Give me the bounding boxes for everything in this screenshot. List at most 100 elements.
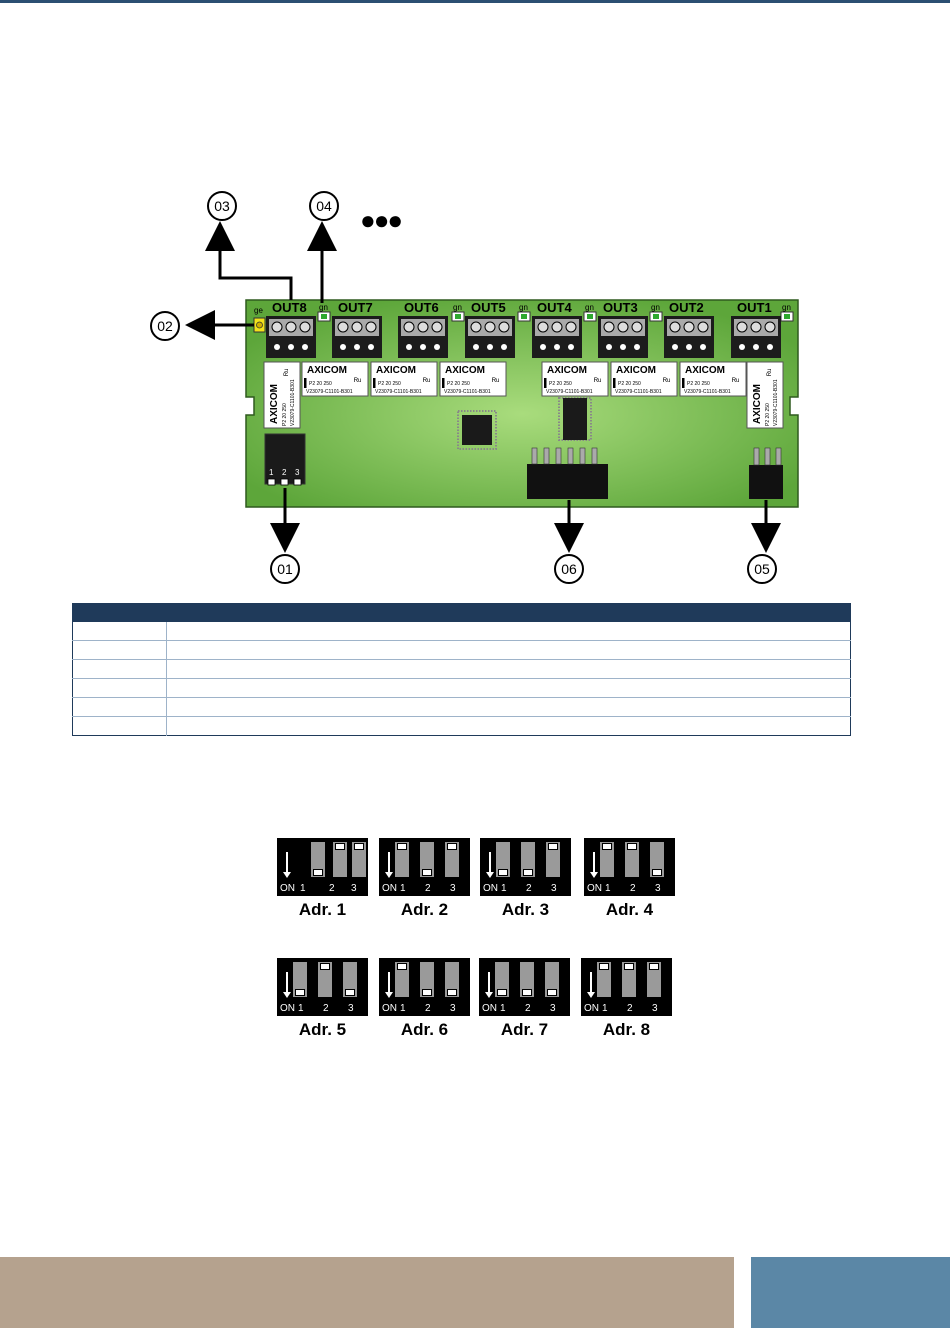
on-arrow-icon bbox=[385, 852, 393, 878]
dip-number: 2 bbox=[525, 1003, 531, 1014]
table-cell bbox=[166, 640, 851, 660]
dip-slot bbox=[546, 842, 560, 877]
top-rule bbox=[0, 0, 950, 3]
dip-caption: Adr. 1 bbox=[298, 900, 347, 919]
dip-slot bbox=[395, 962, 409, 997]
dip-caption: Adr. 8 bbox=[602, 1020, 651, 1039]
dip-knob bbox=[548, 843, 558, 850]
out-label: OUT7 bbox=[338, 300, 373, 315]
relay-brand: AXICOM bbox=[269, 384, 280, 424]
relay-part: V23079-C1101-B301 bbox=[773, 379, 779, 426]
dip-number: 3 bbox=[348, 1003, 354, 1014]
svg-text:2: 2 bbox=[282, 468, 287, 477]
relay-ul: ᴿᵘ bbox=[594, 376, 602, 386]
relay-brand: AXICOM bbox=[445, 365, 485, 376]
dip-knob bbox=[447, 843, 457, 850]
callout-01: 01 bbox=[270, 554, 300, 584]
relays-vertical: AXICOM ᴿᵘ P2 20 250 V23079-C1101-B301 AX… bbox=[263, 361, 784, 429]
relay-ul: ᴿᵘ bbox=[663, 376, 671, 386]
dip-caption: Adr. 2 bbox=[400, 900, 449, 919]
table-header-cell bbox=[166, 603, 851, 622]
out-label: OUT3 bbox=[603, 300, 638, 315]
out-label: OUT6 bbox=[404, 300, 439, 315]
dip-knob bbox=[422, 869, 432, 876]
dip-slot bbox=[318, 962, 332, 997]
dip-switch-body: ON 1 2 3 bbox=[584, 838, 675, 896]
dip-slot bbox=[395, 842, 409, 877]
dip-slot bbox=[311, 842, 325, 877]
dip-slot bbox=[343, 962, 357, 997]
dip-number: 3 bbox=[351, 883, 357, 894]
dip-slot bbox=[445, 842, 459, 877]
table-header-cell bbox=[72, 603, 167, 622]
dip-knob bbox=[335, 843, 345, 850]
relay-part: V23079-C1101-B301 bbox=[615, 389, 662, 395]
relay-part: V23079-C1101-B301 bbox=[684, 389, 731, 395]
pin-header-connector-06 bbox=[527, 447, 608, 499]
dip-knob bbox=[498, 869, 508, 876]
dip-knob bbox=[354, 843, 364, 850]
dip-caption: Adr. 5 bbox=[298, 1020, 347, 1039]
dip-number: 3 bbox=[450, 883, 456, 894]
dip-number: 2 bbox=[425, 1003, 431, 1014]
ellipsis-more: ●●● bbox=[360, 205, 403, 235]
table-row bbox=[72, 659, 851, 679]
relay-brand: AXICOM bbox=[752, 384, 763, 424]
on-arrow-icon bbox=[486, 852, 494, 878]
dip-number: 1 bbox=[300, 883, 306, 894]
dip-knob bbox=[547, 989, 557, 996]
dip-switch-body: ON 1 2 3 bbox=[379, 958, 470, 1016]
dip-knob bbox=[422, 989, 432, 996]
dip-knob bbox=[627, 843, 637, 850]
dip-knob bbox=[523, 869, 533, 876]
relay-brand: AXICOM bbox=[307, 365, 347, 376]
dip-knob bbox=[652, 869, 662, 876]
dip-number: 2 bbox=[526, 883, 532, 894]
relay-ul: ᴿᵘ bbox=[765, 368, 775, 376]
dip-switch-body: ON 1 2 3 bbox=[379, 838, 470, 896]
dip-caption: Adr. 6 bbox=[400, 1020, 449, 1039]
dip-caption: Adr. 4 bbox=[605, 900, 654, 919]
relay-ul: ᴿᵘ bbox=[732, 376, 740, 386]
dip-knob bbox=[397, 963, 407, 970]
dip-number: 2 bbox=[425, 883, 431, 894]
svg-text:1: 1 bbox=[269, 468, 274, 477]
relay-brand: AXICOM bbox=[376, 365, 416, 376]
pin-header-connector-05 bbox=[749, 447, 783, 499]
dip-number: 3 bbox=[551, 883, 557, 894]
relay-ul: ᴿᵘ bbox=[354, 376, 362, 386]
table-cell bbox=[166, 678, 851, 698]
description-table bbox=[72, 603, 851, 736]
led-label-gn: gn bbox=[519, 303, 528, 312]
dip-on-label: ON bbox=[587, 883, 602, 894]
dip-slot bbox=[293, 962, 307, 997]
relay-part: V23079-C1101-B301 bbox=[546, 389, 593, 395]
dip-number: 1 bbox=[500, 1003, 506, 1014]
callout-06: 06 bbox=[554, 554, 584, 584]
relay-brand: AXICOM bbox=[547, 365, 587, 376]
dip-slot bbox=[622, 962, 636, 997]
on-arrow-icon bbox=[283, 972, 291, 998]
dip-slot bbox=[352, 842, 366, 877]
led-label-ge: ge bbox=[254, 306, 263, 315]
svg-text:3: 3 bbox=[295, 468, 300, 477]
relay-brand: AXICOM bbox=[685, 365, 725, 376]
relay-model: P2 20 250 bbox=[765, 403, 771, 426]
dip-slot bbox=[647, 962, 661, 997]
relay-model: P2 20 250 bbox=[687, 381, 710, 387]
dip-number: 3 bbox=[652, 1003, 658, 1014]
on-arrow-icon bbox=[283, 852, 291, 878]
dip-knob bbox=[397, 843, 407, 850]
dip-knob bbox=[602, 843, 612, 850]
table-header-row bbox=[72, 603, 851, 622]
ic-chip bbox=[558, 397, 592, 441]
dip-knob bbox=[295, 989, 305, 996]
relay-model: P2 20 250 bbox=[378, 381, 401, 387]
pcb-diagram: OUT8 OUT7 OUT6 OUT5 OUT4 OUT3 OUT2 OUT1 … bbox=[185, 221, 799, 553]
table-cell bbox=[166, 659, 851, 679]
dip-number: 1 bbox=[602, 1003, 608, 1014]
dip-knob bbox=[649, 963, 659, 970]
dip-switch-body: ON 1 2 3 bbox=[277, 838, 368, 896]
dip-knob bbox=[624, 963, 634, 970]
